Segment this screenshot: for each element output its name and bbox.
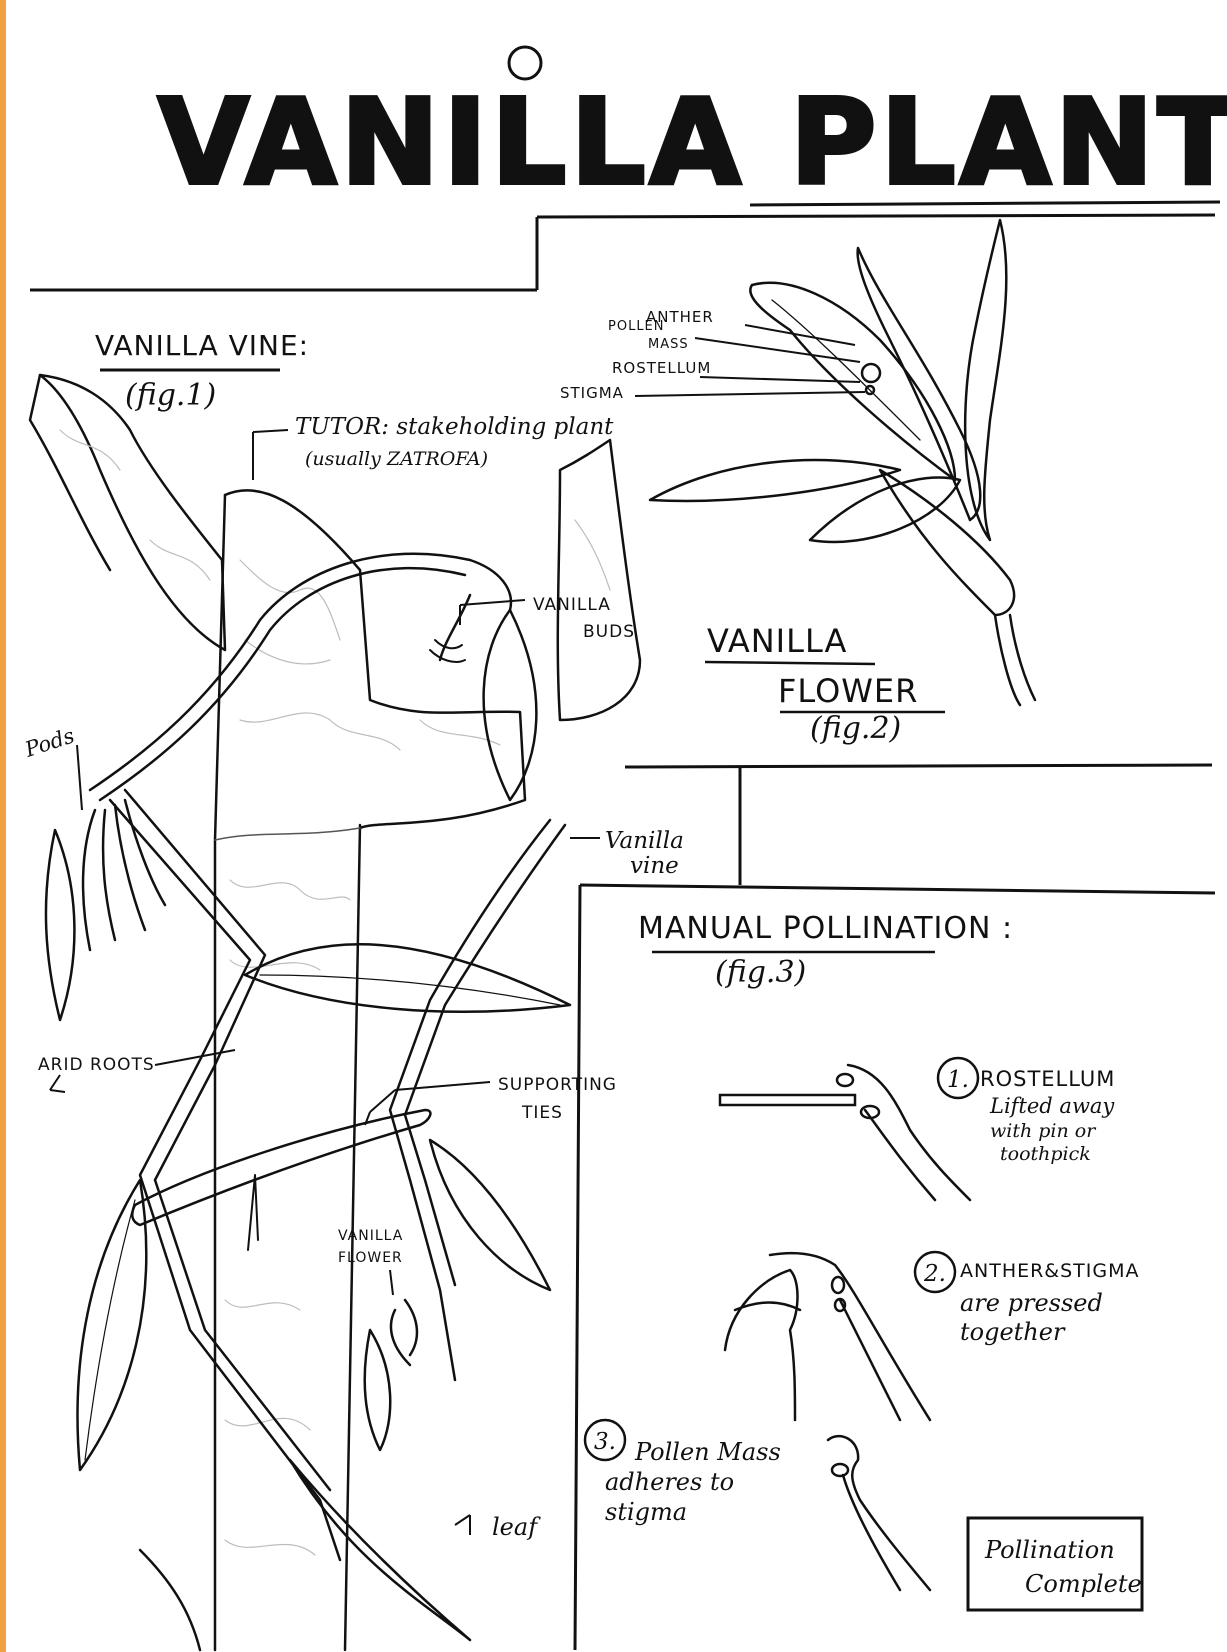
label-tutor: TUTOR: stakeholding plant: [295, 414, 614, 440]
fig1-leaders: [50, 430, 600, 1535]
step-1: 1. ROSTELLUM Lifted away with pin or too…: [720, 1058, 1115, 1200]
label-vine-1: Vanilla: [605, 828, 684, 854]
leaf-upper: [245, 944, 570, 1011]
label-stigma: STIGMA: [560, 384, 624, 402]
step-3-number: 3.: [594, 1429, 616, 1455]
fig2-labels: ANTHER POLLEN MASS ROSTELLUM STIGMA VANI…: [560, 308, 945, 746]
step-3-line-3: stigma: [605, 1498, 687, 1526]
label-buds-2: BUDS: [583, 622, 635, 642]
step-1-line-1: ROSTELLUM: [980, 1067, 1115, 1091]
fig3-caption: (fig.3): [715, 955, 806, 990]
step-3-line-2: adheres to: [605, 1468, 734, 1496]
step-3-drawing: [828, 1436, 930, 1590]
step-1-line-3: with pin or: [990, 1120, 1097, 1142]
label-buds-1: VANILLA: [533, 595, 611, 615]
step-1-drawing: [720, 1065, 970, 1200]
fig2-title-2: FLOWER: [778, 672, 918, 710]
fig3-labels: MANUAL POLLINATION : (fig.3): [638, 911, 1013, 990]
fig1-drawing: [30, 375, 640, 1650]
label-pods: Pods: [21, 723, 77, 762]
step-3: 3. Pollen Mass adheres to stigma: [585, 1420, 930, 1590]
label-rostellum: ROSTELLUM: [612, 359, 711, 377]
step-1-line-2: Lifted away: [989, 1094, 1115, 1118]
fig2-title-1: VANILLA: [707, 622, 847, 660]
step-2-line-2: are pressed: [960, 1289, 1103, 1317]
fig2-caption: (fig.2): [810, 711, 901, 746]
step-2-line-3: together: [960, 1318, 1066, 1346]
panel-frame: [30, 202, 1220, 1650]
label-pollen-2: MASS: [648, 337, 689, 352]
page-title: VANILLA PLANT: [158, 73, 1227, 211]
step-3-line-1: Pollen Mass: [634, 1438, 781, 1466]
step-2: 2. ANTHER&STIGMA are pressed together: [725, 1252, 1140, 1420]
label-flower-1: VANILLA: [338, 1228, 403, 1244]
label-leaf: leaf: [492, 1513, 541, 1541]
step-2-number: 2.: [923, 1261, 946, 1287]
label-flower-2: FLOWER: [338, 1250, 403, 1266]
step-1-number: 1.: [947, 1067, 969, 1093]
label-ties-2: TIES: [521, 1103, 563, 1123]
fig1-caption: (fig.1): [125, 378, 216, 413]
fig3-title: MANUAL POLLINATION :: [638, 911, 1013, 946]
label-pollen-1: POLLEN: [608, 319, 665, 334]
complete-line-1: Pollination: [984, 1536, 1115, 1564]
pollination-complete-box: Pollination Complete: [968, 1518, 1142, 1610]
step-2-line-1: ANTHER&STIGMA: [960, 1260, 1140, 1282]
tutor-trunk: [215, 495, 360, 1650]
label-tutor-note: (usually ZATROFA): [305, 448, 488, 470]
complete-line-2: Complete: [1025, 1570, 1142, 1598]
label-vine-2: vine: [630, 853, 679, 879]
fig1-labels: VANILLA VINE: (fig.1) TUTOR: stakeholdin…: [21, 329, 684, 1541]
step-1-line-4: toothpick: [1000, 1143, 1091, 1165]
title-group: VANILLA PLANT: [158, 38, 1227, 211]
step-2-drawing: [725, 1253, 930, 1420]
fig1-title: VANILLA VINE:: [95, 329, 309, 362]
label-ties-1: SUPPORTING: [498, 1075, 617, 1095]
label-roots: ARID ROOTS: [38, 1055, 155, 1075]
